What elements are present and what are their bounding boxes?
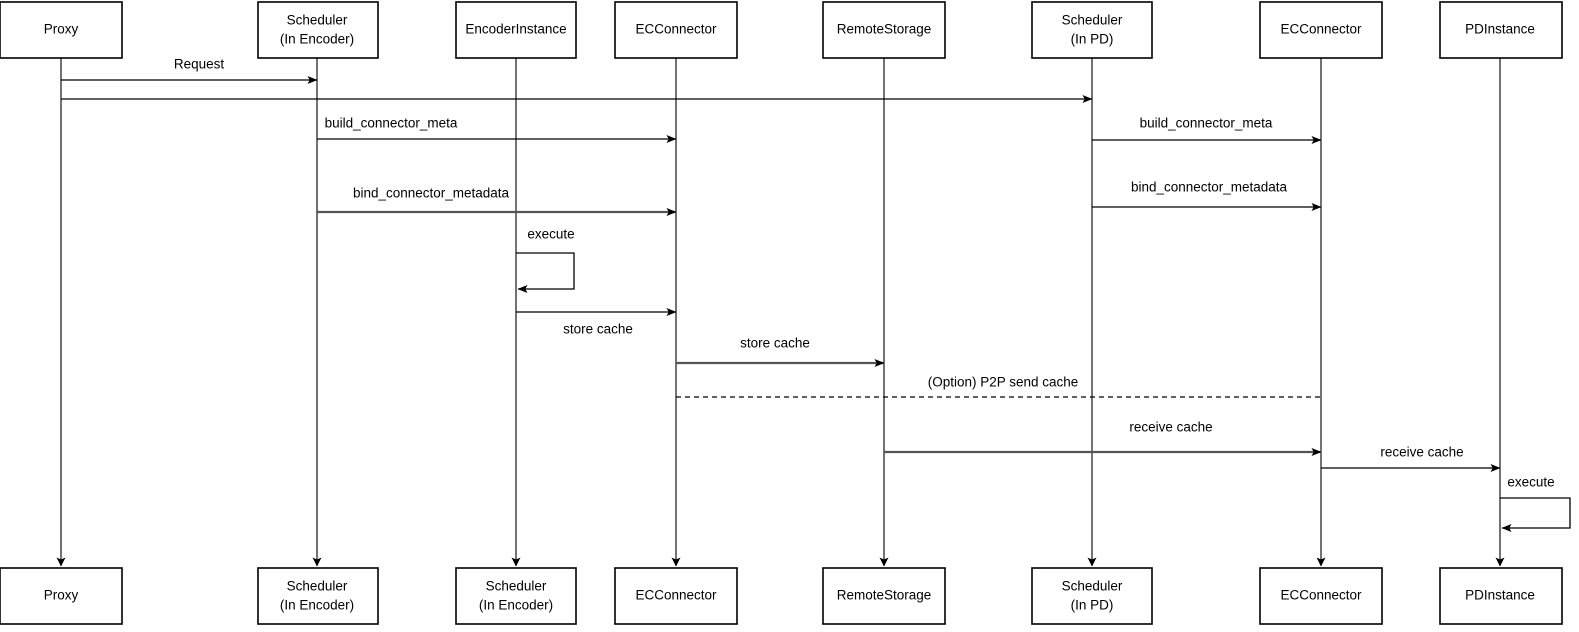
participant-header-label: Proxy bbox=[44, 22, 79, 37]
participant-footer-label: ECConnector bbox=[635, 588, 717, 603]
participant-footer-label: PDInstance bbox=[1465, 588, 1535, 603]
participant-footer-box[interactable] bbox=[1439, 567, 1563, 625]
participant-header-label-line1: Scheduler bbox=[1062, 13, 1123, 28]
message-label: (Option) P2P send cache bbox=[928, 375, 1079, 390]
message-label: receive cache bbox=[1380, 445, 1463, 460]
participant-footer-box[interactable] bbox=[455, 567, 577, 625]
participant-header-label: EncoderInstance bbox=[465, 22, 566, 37]
message-label: bind_connector_metadata bbox=[1131, 180, 1288, 195]
participant-header-label-line1: Scheduler bbox=[287, 13, 348, 28]
participant-header-box[interactable] bbox=[822, 1, 946, 59]
participant-header-label: ECConnector bbox=[1280, 22, 1362, 37]
participant-header-sched_enc[interactable]: Scheduler (In Encoder) bbox=[257, 1, 379, 59]
self-loop-path bbox=[1500, 497, 1571, 532]
participant-footer-label-line1: Scheduler bbox=[486, 579, 547, 594]
message-label: receive cache bbox=[1129, 420, 1212, 435]
participant-header-ec_conn_left[interactable]: ECConnector bbox=[614, 1, 738, 59]
message-m4: build_connector_meta bbox=[1092, 116, 1322, 144]
participant-header-label: RemoteStorage bbox=[837, 22, 932, 37]
self-loop-sl2: execute bbox=[1500, 475, 1571, 532]
participant-footer-box[interactable] bbox=[822, 567, 946, 625]
participant-footer-box[interactable] bbox=[257, 567, 379, 625]
participant-footer-label-line2: (In PD) bbox=[1071, 598, 1114, 613]
self-loop-sl1: execute bbox=[516, 227, 575, 293]
participant-footer-label-line1: Scheduler bbox=[287, 579, 348, 594]
lifelines-group bbox=[56, 58, 1505, 567]
participant-header-encoder_inst[interactable]: EncoderInstance bbox=[455, 1, 577, 59]
message-m10: receive cache bbox=[884, 420, 1322, 456]
participant-footer-ec_conn_left_f[interactable]: ECConnector bbox=[614, 567, 738, 625]
message-m11: receive cache bbox=[1321, 445, 1501, 472]
participant-header-proxy[interactable]: Proxy bbox=[0, 1, 123, 59]
message-m3: build_connector_meta bbox=[317, 116, 677, 143]
message-m8: store cache bbox=[676, 336, 885, 367]
message-label: build_connector_meta bbox=[325, 116, 458, 131]
participant-footer-label: Proxy bbox=[44, 588, 79, 603]
participant-header-remote_store[interactable]: RemoteStorage bbox=[822, 1, 946, 59]
message-m5: bind_connector_metadata bbox=[317, 186, 677, 216]
self-loop-label: execute bbox=[527, 227, 574, 242]
participant-header-box[interactable] bbox=[1259, 1, 1383, 59]
participant-footer-proxy_f[interactable]: Proxy bbox=[0, 567, 123, 625]
participant-header-box[interactable] bbox=[614, 1, 738, 59]
message-label: bind_connector_metadata bbox=[353, 186, 510, 201]
participant-footer-sched_pd_f[interactable]: Scheduler (In PD) bbox=[1031, 567, 1153, 625]
participant-footer-box[interactable] bbox=[1259, 567, 1383, 625]
self-loop-label: execute bbox=[1507, 475, 1554, 490]
participant-headers-group: Proxy Scheduler (In Encoder) EncoderInstanc… bbox=[0, 1, 1563, 59]
participant-header-ec_conn_right[interactable]: ECConnector bbox=[1259, 1, 1383, 59]
participant-footer-label-line2: (In Encoder) bbox=[479, 598, 553, 613]
message-m9: (Option) P2P send cache bbox=[676, 375, 1321, 398]
participant-footer-label: ECConnector bbox=[1280, 588, 1362, 603]
message-m6: bind_connector_metadata bbox=[1092, 180, 1322, 211]
participant-footer-box[interactable] bbox=[1031, 567, 1153, 625]
participant-footer-label-line2: (In Encoder) bbox=[280, 598, 354, 613]
participant-header-label-line2: (In PD) bbox=[1071, 32, 1114, 47]
participant-header-box[interactable] bbox=[257, 1, 379, 59]
participant-header-sched_pd[interactable]: Scheduler (In PD) bbox=[1031, 1, 1153, 59]
participant-header-label: PDInstance bbox=[1465, 22, 1535, 37]
participant-footer-box[interactable] bbox=[0, 567, 123, 625]
messages-group: Request build_connector_meta build_connect… bbox=[61, 57, 1501, 472]
participant-header-box[interactable] bbox=[455, 1, 577, 59]
participant-footer-pd_instance_f[interactable]: PDInstance bbox=[1439, 567, 1563, 625]
participant-header-box[interactable] bbox=[1439, 1, 1563, 59]
participant-footer-ec_conn_right_f[interactable]: ECConnector bbox=[1259, 567, 1383, 625]
message-label: Request bbox=[174, 57, 225, 72]
participant-header-label-line2: (In Encoder) bbox=[280, 32, 354, 47]
participant-header-box[interactable] bbox=[1031, 1, 1153, 59]
participant-footer-sched_enc2_f[interactable]: Scheduler (In Encoder) bbox=[455, 567, 577, 625]
participant-footer-remote_store_f[interactable]: RemoteStorage bbox=[822, 567, 946, 625]
participant-footer-sched_enc_f[interactable]: Scheduler (In Encoder) bbox=[257, 567, 379, 625]
participant-footers-group: Proxy Scheduler (In Encoder) Scheduler (In E… bbox=[0, 567, 1563, 625]
self-loop-path bbox=[516, 252, 575, 293]
participant-header-pd_instance[interactable]: PDInstance bbox=[1439, 1, 1563, 59]
self-loops-group: execute execute bbox=[516, 227, 1571, 532]
message-label: store cache bbox=[740, 336, 810, 351]
participant-footer-label: RemoteStorage bbox=[837, 588, 932, 603]
participant-header-box[interactable] bbox=[0, 1, 123, 59]
participant-footer-label-line1: Scheduler bbox=[1062, 579, 1123, 594]
message-label: build_connector_meta bbox=[1140, 116, 1273, 131]
message-m1: Request bbox=[61, 57, 318, 84]
participant-header-label: ECConnector bbox=[635, 22, 717, 37]
message-m7: store cache bbox=[516, 308, 677, 337]
message-label: store cache bbox=[563, 322, 633, 337]
participant-footer-box[interactable] bbox=[614, 567, 738, 625]
